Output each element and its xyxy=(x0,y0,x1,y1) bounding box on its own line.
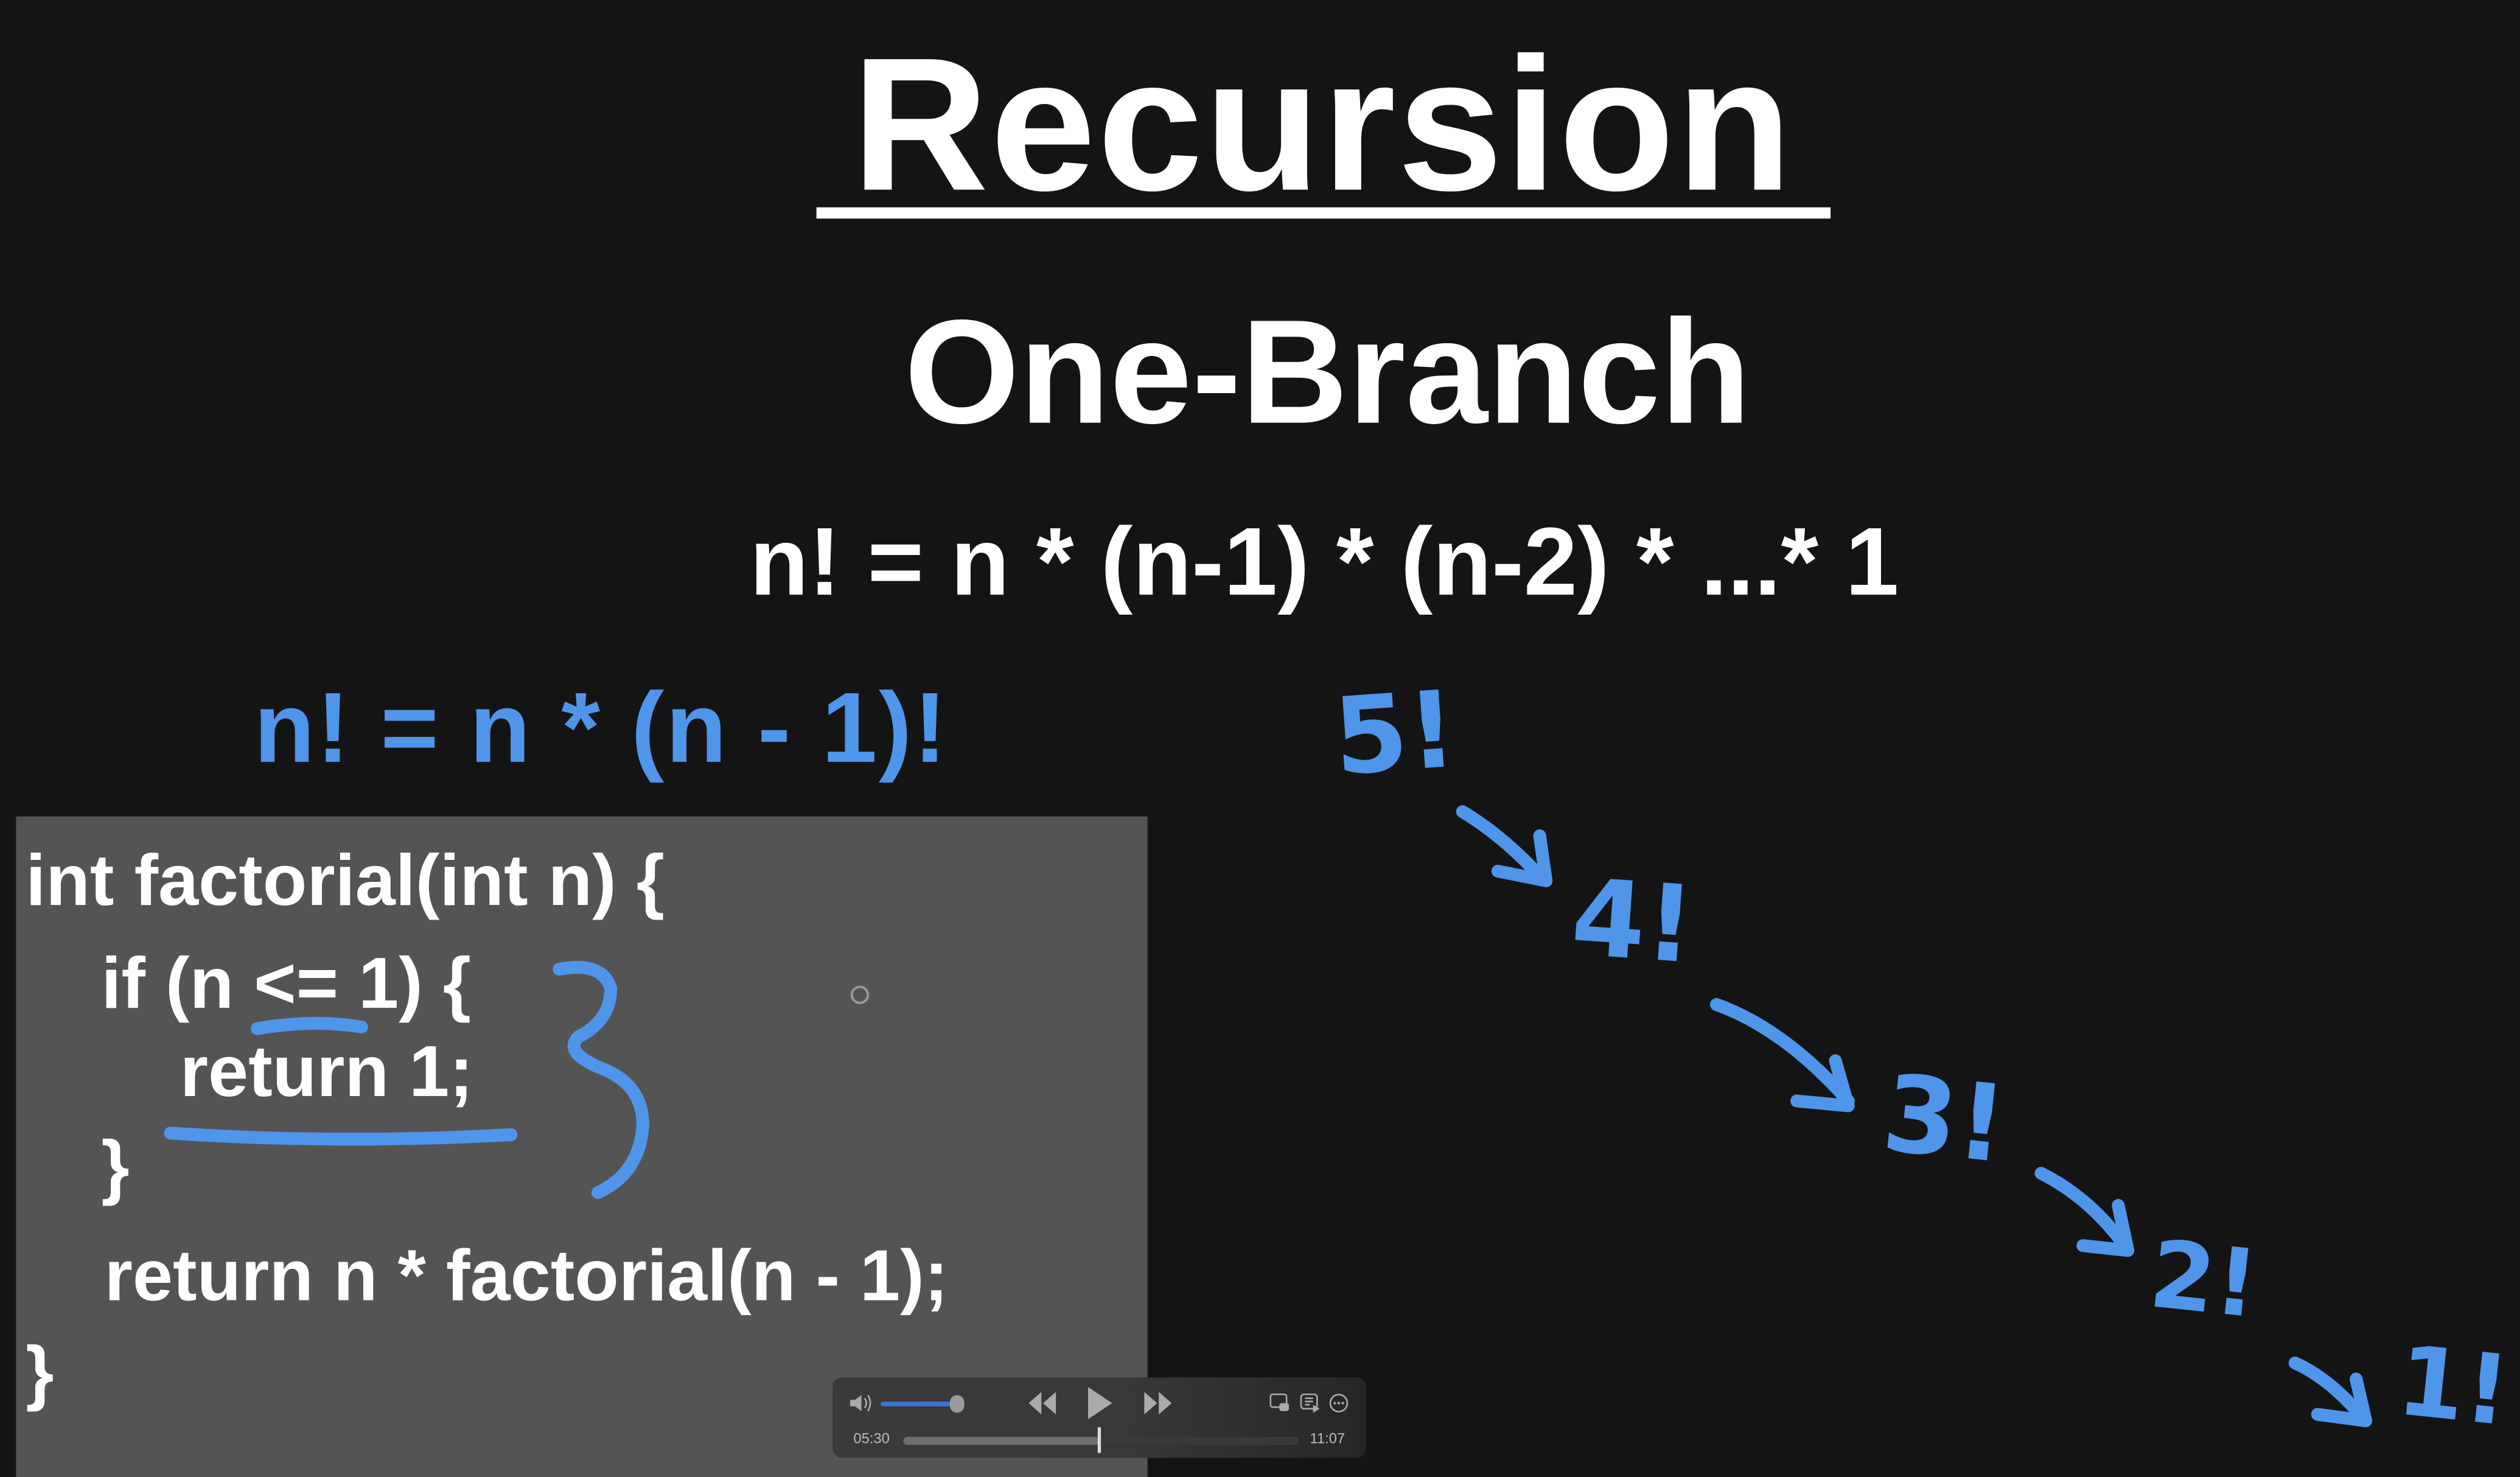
title-underline xyxy=(816,207,1831,219)
video-player-controls[interactable]: 05:30 11:07 xyxy=(832,1377,1366,1458)
progress-thumb[interactable] xyxy=(1097,1427,1100,1453)
chain-item: 1! xyxy=(2392,1325,2515,1449)
rewind-icon[interactable] xyxy=(1027,1392,1059,1415)
chain-item: 3! xyxy=(1877,1051,2012,1188)
chain-item: 5! xyxy=(1330,668,1461,800)
arrow-icon xyxy=(1456,805,1553,887)
arrow-icon xyxy=(2034,1167,2135,1257)
arrow-icon xyxy=(1710,998,1855,1112)
volume-slider[interactable] xyxy=(881,1395,965,1413)
fast-forward-icon[interactable] xyxy=(1143,1392,1175,1415)
volume-icon[interactable] xyxy=(848,1394,871,1413)
code-line: return 1; xyxy=(180,1030,473,1112)
volume-fill xyxy=(881,1401,958,1406)
progress-scrubber[interactable] xyxy=(903,1427,1299,1453)
volume-knob[interactable] xyxy=(949,1395,965,1413)
factorial-formula: n! = n * (n-1) * (n-2) * ...* 1 xyxy=(749,508,1899,616)
playback-menu-icon[interactable] xyxy=(1300,1393,1321,1413)
chain-item: 4! xyxy=(1568,856,1698,988)
total-time: 11:07 xyxy=(1310,1430,1346,1447)
code-block: int factorial(int n) { if (n <= 1) { ret… xyxy=(16,816,1148,1477)
slide-subtitle: One-Branch xyxy=(904,291,1751,455)
picture-in-picture-icon[interactable] xyxy=(1269,1393,1290,1413)
progress-fill xyxy=(903,1437,1099,1445)
code-line: int factorial(int n) { xyxy=(26,839,665,921)
more-options-icon[interactable] xyxy=(1329,1394,1349,1413)
recurrence-formula: n! = n * (n - 1)! xyxy=(254,673,949,784)
chain-item: 2! xyxy=(2145,1219,2264,1339)
code-line: } xyxy=(101,1125,130,1207)
arrow-icon xyxy=(2288,1357,2373,1428)
code-line: } xyxy=(26,1330,54,1413)
code-line: return n * factorial(n - 1); xyxy=(104,1234,949,1316)
code-line: if (n <= 1) { xyxy=(101,941,471,1024)
current-time: 05:30 xyxy=(853,1430,890,1447)
play-icon[interactable] xyxy=(1086,1387,1112,1420)
slide-title: Recursion xyxy=(851,19,1794,232)
